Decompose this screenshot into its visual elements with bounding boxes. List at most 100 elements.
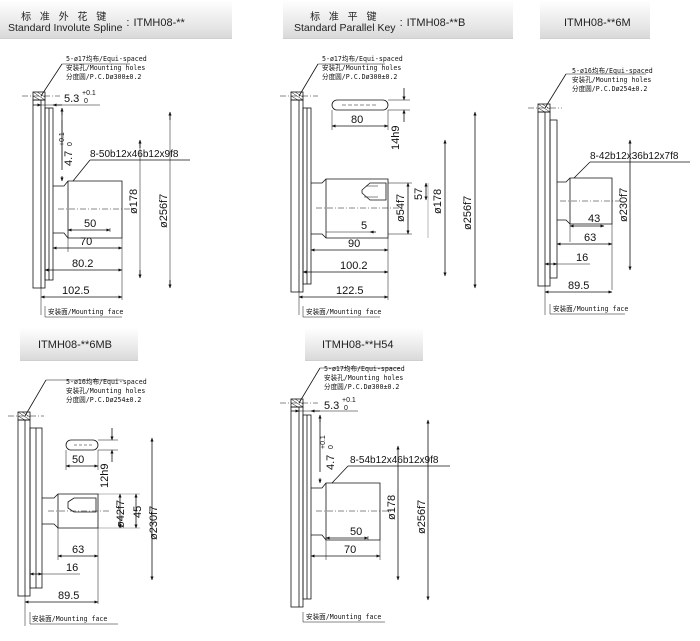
h14-p2: 14h9 [390, 126, 402, 150]
title-sep-p1: : [126, 17, 130, 29]
l80-p2: 80 [351, 114, 363, 126]
dim-5-3-p5: 5.3 [324, 400, 339, 412]
note1-p1: 5-ø17均布/Equi-spaced [66, 54, 147, 63]
l50-p4: 50 [72, 454, 84, 466]
title-model-p5: ITMH08-**H54 [322, 339, 394, 351]
key-slot-p4 [67, 497, 97, 513]
l70-p1: 70 [80, 236, 92, 248]
note3-p4: 分度圆/P.C.Dø254±0.2 [66, 395, 141, 404]
title-tab-p1 [0, 0, 232, 39]
note1-p5: 5-ø17均布/Equi-spaced [324, 364, 405, 373]
shaft-p5 [311, 482, 381, 541]
key-top-p2 [331, 99, 389, 111]
key-top-p4 [65, 439, 99, 451]
flange-p3 [537, 111, 551, 287]
d54-p2: ø54f7 [395, 194, 407, 222]
h12-p4: 12h9 [99, 464, 111, 488]
d230-p3: ø230f7 [618, 188, 630, 222]
title-en-p2: Standard Parallel Key [294, 22, 396, 34]
l63-p4: 63 [72, 544, 84, 556]
tol-zero-p1: 0 [84, 98, 88, 105]
note2-p3: 安装孔/Mounting holes [572, 75, 651, 84]
title-model-p4: ITMH08-**6MB [38, 339, 112, 351]
title-model-p3: ITMH08-**6M [564, 17, 631, 29]
title-cn-p2: 标 准 平 键 [310, 12, 380, 23]
tol-zero-p5: 0 [344, 405, 348, 412]
l89-5-p4: 89.5 [58, 590, 79, 602]
dim-5-3-p1: 5.3 [64, 93, 79, 105]
tol-zero-v-p1: 0 [67, 142, 74, 146]
note3-p2: 分度圆/P.C.Dø300±0.2 [322, 72, 397, 81]
l102-5-p1: 102.5 [62, 285, 90, 297]
drawing-p4 [8, 379, 154, 626]
key-slot-p2 [361, 182, 387, 201]
l50-p5: 50 [350, 526, 362, 538]
note1-p3: 5-ø16均布/Equi-spaced [572, 66, 653, 75]
mount-p2: 安装面/Mounting face [306, 307, 381, 316]
tol-plus-v-p1: +0.1 [59, 132, 66, 146]
note2-p4: 安装孔/Mounting holes [66, 386, 145, 395]
drawing-p5 [280, 367, 450, 623]
tol-zero-v-p5: 0 [328, 445, 335, 449]
d256-p5: ø256f7 [416, 500, 428, 534]
note2-p5: 安装孔/Mounting holes [324, 373, 403, 382]
panel-title-p1: 标 准 外 花 键 Standard Involute Spline : ITM… [8, 12, 185, 34]
d178-p2: ø178 [432, 189, 444, 214]
l63-p3: 63 [584, 232, 596, 244]
spline-spec-p3: 8-42b12x36b12x7f8 [590, 151, 679, 162]
flange-p1 [32, 99, 46, 289]
mount-p4: 安装面/Mounting face [32, 614, 107, 623]
drawing-p3 [528, 73, 690, 315]
flange-boss-p3 [549, 119, 558, 279]
l70-p5: 70 [344, 544, 356, 556]
spline-leader-p1 [72, 159, 91, 182]
tol-plus-p1: +0.1 [82, 90, 96, 97]
note2-p2: 安装孔/Mounting holes [322, 63, 401, 72]
flange-p2 [290, 99, 304, 293]
shaft-p2 [311, 178, 389, 239]
shaft-p1 [53, 180, 123, 239]
title-model-p1: ITMH08-** [133, 17, 185, 29]
note3-p5: 分度圆/P.C.Dø300±0.2 [324, 382, 399, 391]
title-en-p1: Standard Involute Spline [8, 22, 123, 34]
drawing-p1 [22, 63, 190, 318]
l89-5-p3: 89.5 [568, 280, 589, 292]
title-tab-p5 [305, 328, 423, 361]
dim-4-7-p1: 4.7 [63, 151, 75, 166]
flange-p4 [17, 419, 31, 597]
title-tab-p3 [540, 0, 650, 39]
l43-p3: 43 [588, 213, 600, 225]
d178-p1: ø178 [128, 189, 140, 214]
l80-2-p1: 80.2 [72, 258, 93, 270]
l90-p2: 90 [348, 238, 360, 250]
note2-p1: 安装孔/Mounting holes [66, 63, 145, 72]
spline-spec-p5: 8-54b12x46b12x9f8 [350, 455, 439, 466]
l5-p2: 5 [361, 220, 367, 232]
l57-p2: 57 [413, 188, 425, 200]
l16-p4: 16 [66, 562, 78, 574]
l16-p3: 16 [576, 252, 588, 264]
note1-p2: 5-ø17均布/Equi-spaced [322, 54, 403, 63]
d256-p2: ø256f7 [462, 196, 474, 230]
note3-p3: 分度圆/P.C.Dø254±0.2 [572, 84, 647, 93]
note3-p1: 分度圆/P.C.Dø300±0.2 [66, 72, 141, 81]
panel-title-p2: 标 准 平 键 Standard Parallel Key : ITMH08-*… [294, 12, 465, 34]
mount-p5: 安装面/Mounting face [306, 612, 381, 621]
mount-p3: 安装面/Mounting face [553, 304, 628, 313]
note1-p4: 5-ø16均布/Equi-spaced [66, 377, 147, 386]
dim-4-7-p5: 4.7 [325, 455, 337, 470]
title-sep-p2: : [399, 17, 403, 29]
title-model-p2: ITMH08-**B [406, 17, 466, 29]
drawing-p2 [280, 63, 477, 318]
tol-plus-p5: +0.1 [342, 397, 356, 404]
d256-p1: ø256f7 [158, 194, 170, 228]
l45-p4: 45 [132, 506, 144, 518]
title-tab-p4 [20, 328, 138, 361]
l50-p1: 50 [84, 218, 96, 230]
tol-plus-v-p5: +0.1 [320, 435, 327, 449]
d42-p4: ø42f7 [115, 500, 127, 528]
mount-p1: 安装面/Mounting face [48, 307, 123, 316]
title-tab-p2 [283, 0, 513, 39]
l122-5-p2: 122.5 [336, 285, 364, 297]
